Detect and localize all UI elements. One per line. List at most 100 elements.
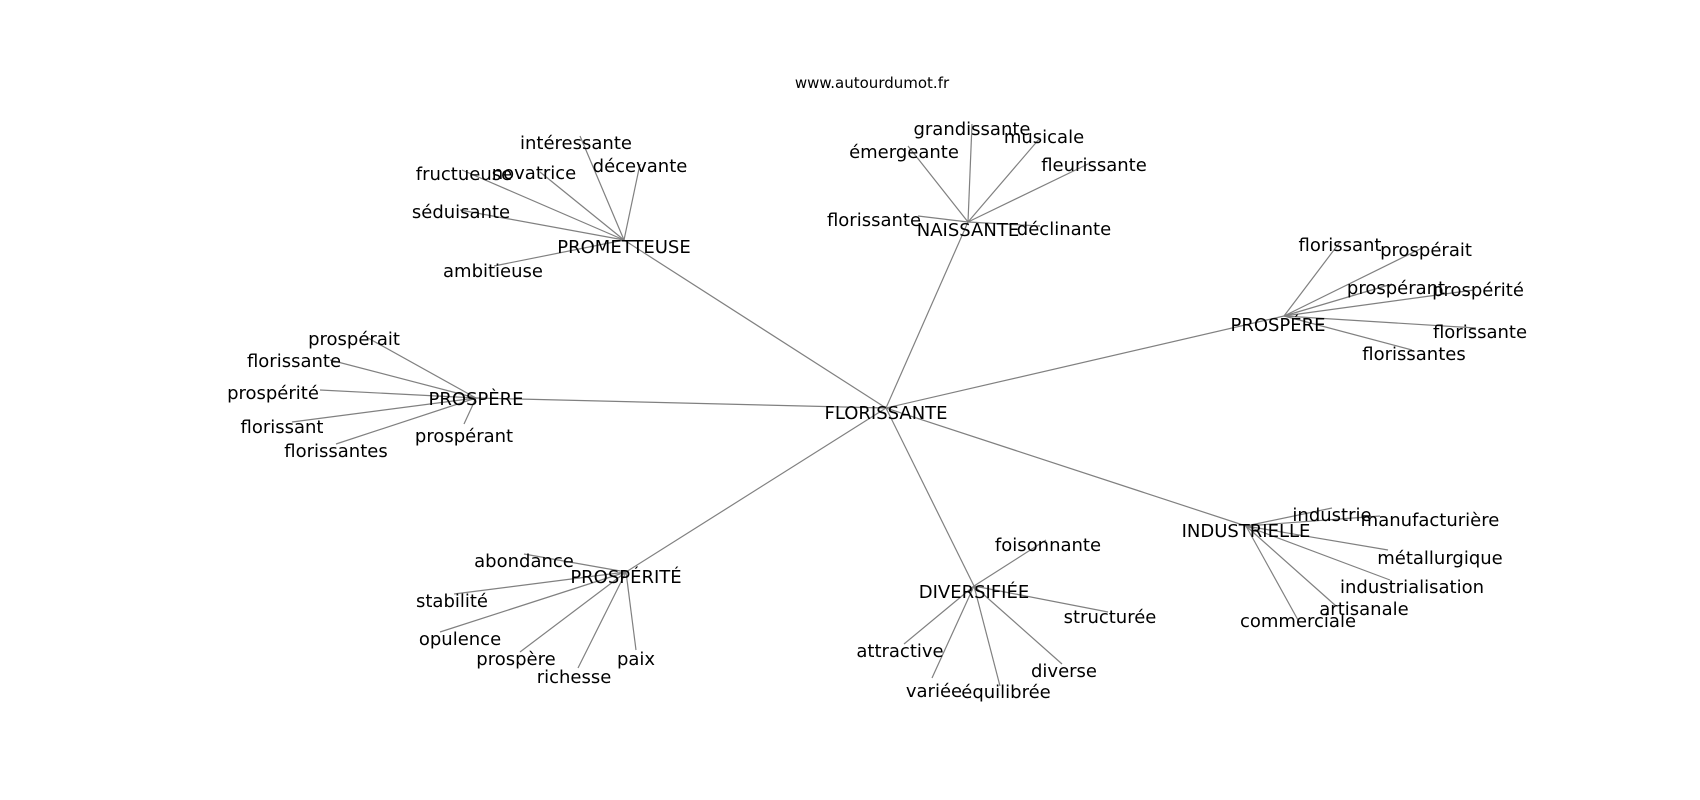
edge-prosperite-to-prospere: [519, 571, 627, 653]
leaf-node-florissantes: florissantes: [284, 441, 387, 462]
edge-prosperite-to-stabilite: [453, 571, 627, 595]
edge-prospere-left-to-prosperite: [319, 389, 477, 399]
leaf-node-grandissante: grandissante: [913, 119, 1030, 140]
hub-node-prospere-right: PROSPÉRE: [1230, 314, 1325, 336]
leaf-node-prosperite: prospérité: [1432, 280, 1524, 301]
edge-center-to-prospere-right: [885, 315, 1285, 409]
leaf-node-prospere: prospère: [476, 649, 555, 670]
leaf-node-structuree: structurée: [1064, 607, 1157, 628]
edge-prometteuse-to-novatrice: [539, 171, 625, 241]
edge-center-to-industrielle: [885, 407, 1247, 527]
edge-industrielle-to-artisanale: [1245, 525, 1337, 607]
edge-naissante-to-musicale: [967, 137, 1041, 223]
leaf-node-interessante: intéressante: [520, 133, 632, 154]
leaf-node-diverse: diverse: [1031, 661, 1097, 682]
leaf-node-opulence: opulence: [419, 629, 501, 650]
edge-diversifiee-to-foisonnante: [973, 539, 1047, 587]
leaf-node-fleurissante: fleurissante: [1041, 155, 1147, 176]
edge-prometteuse-to-decevante: [623, 163, 641, 241]
edge-prospere-left-to-florissant: [291, 397, 477, 423]
leaf-node-manufacturiere: manufacturière: [1361, 510, 1500, 531]
edge-prospere-left-to-prosperant: [463, 397, 477, 425]
hub-node-diversifiee: DIVERSIFIÉE: [919, 581, 1030, 603]
edge-diversifiee-to-attractive: [903, 585, 975, 645]
leaf-node-stabilite: stabilité: [416, 591, 488, 612]
edge-industrielle-to-commerciale: [1245, 525, 1299, 621]
graph-labels: intéressante novatrice décevante fructueuse…: [227, 119, 1527, 703]
edge-naissante-to-florissante: [917, 215, 969, 223]
edge-naissante-to-fleurissante: [967, 163, 1089, 223]
edge-prospere-right-to-prosperait: [1283, 247, 1423, 317]
edge-prospere-right-to-prosperite: [1283, 289, 1475, 317]
graph-edges: [291, 123, 1477, 687]
leaf-node-prosperite: prospérité: [227, 383, 319, 404]
edge-naissante-to-emergeante: [907, 145, 969, 223]
leaf-node-ambitieuse: ambitieuse: [443, 261, 543, 282]
leaf-node-fructueuse: fructueuse: [416, 164, 512, 185]
leaf-node-emergeante: émergeante: [849, 142, 959, 163]
leaf-node-prosperant: prospérant: [1347, 278, 1445, 299]
leaf-node-florissant: florissant: [1298, 235, 1381, 256]
leaf-node-commerciale: commerciale: [1240, 611, 1356, 632]
leaf-node-seduisante: séduisante: [412, 202, 510, 223]
edge-prospere-left-to-prosperait: [367, 337, 477, 399]
hub-node-prospere-left: PROSPÈRE: [428, 388, 523, 410]
leaf-node-musicale: musicale: [1004, 127, 1084, 148]
site-credit: www.autourdumot.fr: [795, 74, 950, 92]
edge-diversifiee-to-equilibree: [973, 585, 1001, 687]
edge-prosperite-to-opulence: [439, 571, 627, 633]
edge-prospere-right-to-florissantes: [1283, 315, 1413, 351]
leaf-node-florissante: florissante: [247, 351, 341, 372]
leaf-node-paix: paix: [617, 649, 655, 670]
edge-prospere-right-to-florissant: [1283, 241, 1341, 317]
edge-prospere-left-to-florissante: [329, 359, 477, 399]
leaf-node-equilibree: équilibrée: [961, 682, 1051, 703]
hub-node-naissante: NAISSANTE: [917, 220, 1019, 241]
edge-prospere-right-to-prosperant: [1283, 283, 1393, 317]
edge-naissante-to-grandissante: [967, 123, 973, 223]
edge-industrielle-to-metallurgique: [1245, 525, 1389, 551]
leaf-node-richesse: richesse: [537, 667, 612, 688]
edge-industrielle-to-industrie: [1245, 507, 1333, 527]
hub-node-industrielle: INDUSTRIELLE: [1182, 521, 1311, 542]
edge-prometteuse-to-fructueuse: [461, 169, 625, 241]
leaf-node-novatrice: novatrice: [492, 163, 577, 184]
edge-prosperite-to-richesse: [577, 571, 627, 669]
leaf-node-attractive: attractive: [856, 641, 943, 662]
edge-center-to-diversifiee: [885, 407, 975, 587]
leaf-node-decevante: décevante: [593, 156, 688, 177]
leaf-node-industrialisation: industrialisation: [1340, 577, 1484, 598]
edge-industrielle-to-manufacturiere: [1245, 515, 1381, 527]
edge-prometteuse-to-ambitieuse: [493, 239, 625, 267]
edge-diversifiee-to-variee: [931, 585, 975, 679]
leaf-node-florissante: florissante: [1433, 322, 1527, 343]
leaf-node-metallurgique: métallurgique: [1377, 548, 1503, 569]
edge-center-to-prospere-left: [475, 397, 887, 409]
leaf-node-artisanale: artisanale: [1319, 599, 1408, 620]
center-node: FLORISSANTE: [824, 403, 947, 424]
leaf-node-prosperait: prospérait: [308, 329, 400, 350]
edge-prospere-left-to-florissantes: [335, 397, 477, 445]
edge-prometteuse-to-interessante: [579, 135, 625, 241]
edge-diversifiee-to-structuree: [973, 585, 1109, 613]
leaf-node-variee: variée: [906, 681, 962, 702]
leaf-node-abondance: abondance: [474, 551, 574, 572]
edge-prospere-right-to-florissante: [1283, 315, 1477, 329]
edge-diversifiee-to-diverse: [973, 585, 1063, 665]
edge-center-to-prosperite: [625, 407, 887, 573]
edge-prometteuse-to-seduisante: [459, 209, 625, 241]
leaf-node-foisonnante: foisonnante: [995, 535, 1101, 556]
leaf-node-declinante: déclinante: [1017, 219, 1111, 240]
leaf-node-florissante: florissante: [827, 210, 921, 231]
leaf-node-industrie: industrie: [1292, 505, 1371, 526]
leaf-node-florissantes: florissantes: [1362, 344, 1465, 365]
hub-node-prosperite: PROSPÉRITÉ: [570, 566, 681, 588]
edge-naissante-to-declinante: [967, 221, 1041, 227]
edge-center-to-prometteuse: [623, 239, 887, 409]
edge-industrielle-to-industrialisation: [1245, 525, 1391, 581]
leaf-node-prosperant: prospérant: [415, 426, 513, 447]
hub-node-prometteuse: PROMETTEUSE: [557, 237, 690, 258]
leaf-node-florissant: florissant: [240, 417, 323, 438]
leaf-node-prosperait: prospérait: [1380, 240, 1472, 261]
